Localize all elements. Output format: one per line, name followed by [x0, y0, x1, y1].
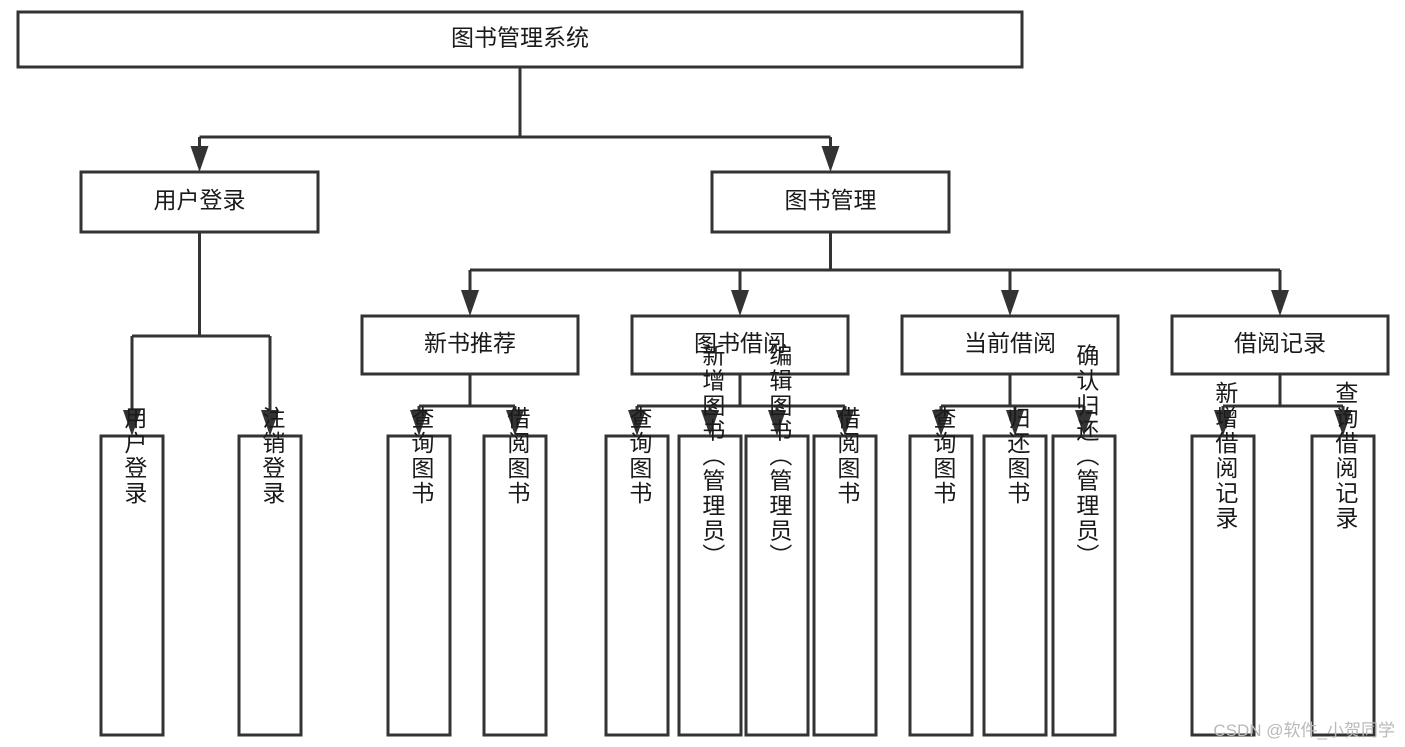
connector-group [123, 232, 279, 436]
node-new-book-rec[interactable]: 新书推荐 [360, 314, 580, 376]
arrow-head-icon [123, 410, 141, 436]
node-box [79, 170, 320, 234]
node-label: 图书管理系统 [451, 25, 589, 51]
node-box [982, 434, 1048, 737]
node-label: 查询借阅记录 [1332, 381, 1359, 531]
connector-group [1214, 374, 1352, 436]
node-leaf-borrow-book-1[interactable]: 借阅图书 [482, 406, 548, 737]
node-label: 用户登录 [121, 406, 148, 506]
node-label: 注销登录 [259, 406, 286, 506]
node-label: 新增图书（管理员） [699, 344, 726, 569]
node-label: 新增借阅记录 [1212, 381, 1239, 531]
arrow-head-icon [628, 410, 646, 436]
node-leaf-query-book-1[interactable]: 查询图书 [386, 406, 452, 737]
arrow-head-icon [410, 410, 428, 436]
node-leaf-query-book-2[interactable]: 查询图书 [604, 406, 670, 737]
node-box [360, 314, 580, 376]
node-label: 确认归还（管理员） [1073, 344, 1100, 569]
node-leaf-add-book[interactable]: 新增图书（管理员） [677, 344, 743, 737]
node-leaf-user-login[interactable]: 用户登录 [99, 406, 165, 737]
node-label: 归还图书 [1004, 406, 1031, 506]
arrow-head-icon [1006, 410, 1024, 436]
node-root[interactable]: 图书管理系统 [16, 10, 1024, 69]
node-leaf-confirm-return[interactable]: 确认归还（管理员） [1051, 344, 1117, 737]
arrow-head-icon [1271, 290, 1289, 316]
node-label: 图书管理 [785, 187, 877, 213]
nodes-layer: 图书管理系统用户登录图书管理新书推荐图书借阅当前借阅借阅记录用户登录注销登录查询… [16, 10, 1390, 737]
edges-layer [123, 67, 1352, 436]
node-book-borrow[interactable]: 图书借阅 [630, 314, 850, 376]
node-label: 查询图书 [626, 406, 653, 506]
node-leaf-user-logout[interactable]: 注销登录 [237, 406, 303, 737]
node-label: 借阅记录 [1234, 330, 1326, 356]
arrow-head-icon [1075, 410, 1093, 436]
node-label: 借阅图书 [834, 406, 861, 506]
node-box [604, 434, 670, 737]
node-leaf-query-book-3[interactable]: 查询图书 [908, 406, 974, 737]
node-current-borrow[interactable]: 当前借阅 [900, 314, 1120, 376]
node-leaf-edit-book[interactable]: 编辑图书（管理员） [744, 344, 810, 737]
node-label: 用户登录 [154, 187, 246, 213]
connector-group [410, 374, 524, 436]
node-label: 借阅图书 [504, 406, 531, 506]
node-box [908, 434, 974, 737]
node-box [1310, 434, 1376, 737]
node-box [710, 170, 951, 234]
arrow-head-icon [1334, 410, 1352, 436]
node-box [900, 314, 1120, 376]
node-box [630, 314, 850, 376]
node-leaf-add-record[interactable]: 新增借阅记录 [1190, 381, 1256, 737]
arrow-head-icon [821, 146, 840, 172]
connector-group [628, 374, 854, 436]
node-label: 查询图书 [930, 406, 957, 506]
arrow-head-icon [261, 410, 279, 436]
node-label: 编辑图书（管理员） [766, 344, 793, 569]
arrow-head-icon [1001, 290, 1019, 316]
node-box [744, 434, 810, 737]
node-box [237, 434, 303, 737]
arrow-head-icon [1214, 410, 1232, 436]
node-box [677, 434, 743, 737]
node-box [812, 434, 878, 737]
connector-group [932, 374, 1093, 436]
arrow-head-icon [932, 410, 950, 436]
node-box [16, 10, 1024, 69]
node-leaf-query-record[interactable]: 查询借阅记录 [1310, 381, 1376, 737]
arrow-head-icon [190, 146, 209, 172]
node-label: 新书推荐 [424, 330, 516, 356]
node-borrow-record[interactable]: 借阅记录 [1170, 314, 1390, 376]
node-leaf-return-book[interactable]: 归还图书 [982, 406, 1048, 737]
node-label: 查询图书 [408, 406, 435, 506]
node-book-manage[interactable]: 图书管理 [710, 170, 951, 234]
arrow-head-icon [701, 410, 719, 436]
node-box [1190, 434, 1256, 737]
node-box [99, 434, 165, 737]
arrow-head-icon [731, 290, 749, 316]
node-label: 图书借阅 [694, 330, 786, 356]
node-box [1170, 314, 1390, 376]
arrow-head-icon [461, 290, 479, 316]
connector-group [190, 67, 840, 172]
node-label: 当前借阅 [964, 330, 1056, 356]
node-box [1051, 434, 1117, 737]
node-leaf-borrow-book-2[interactable]: 借阅图书 [812, 406, 878, 737]
arrow-head-icon [506, 410, 524, 436]
node-user-login[interactable]: 用户登录 [79, 170, 320, 234]
connector-group [461, 232, 1289, 316]
node-box [386, 434, 452, 737]
node-box [482, 434, 548, 737]
arrow-head-icon [836, 410, 854, 436]
arrow-head-icon [768, 410, 786, 436]
